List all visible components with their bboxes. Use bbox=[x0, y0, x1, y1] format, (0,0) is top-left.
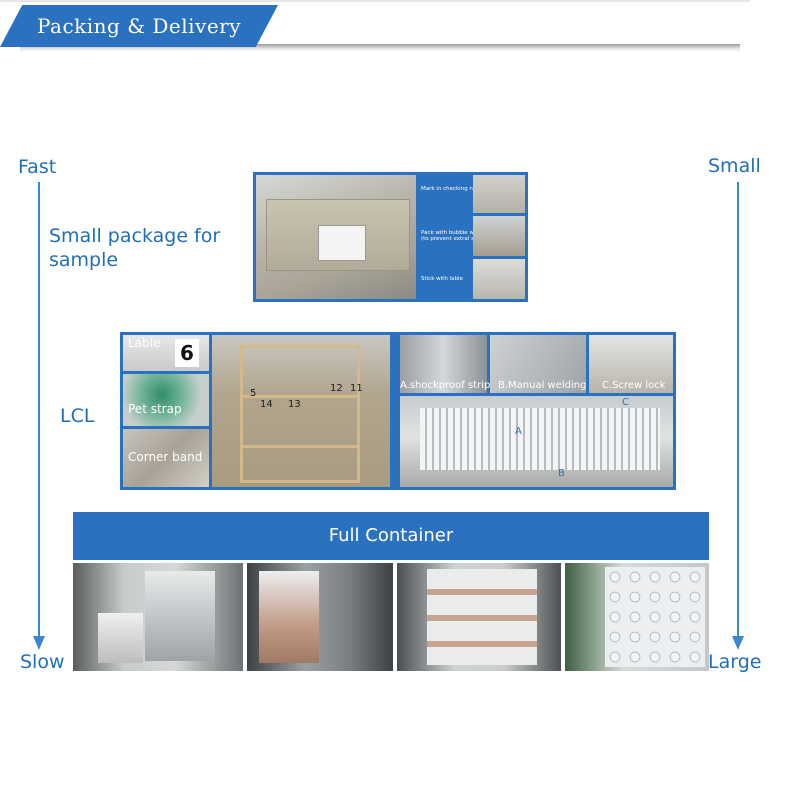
lcl-caption: Corner band bbox=[128, 450, 203, 464]
sample-detail-photo bbox=[473, 216, 525, 256]
frame-letter: A bbox=[515, 426, 522, 437]
full-container-bar bbox=[73, 512, 709, 560]
shockproof-strip-photo bbox=[400, 335, 487, 393]
lcl-photo-panel: 6 Lable Pet strap Corner band 5 14 13 12… bbox=[120, 332, 676, 490]
crate-number: 11 bbox=[350, 383, 363, 394]
corner-band-photo bbox=[123, 429, 209, 487]
arrow-down-icon bbox=[732, 636, 744, 650]
axis-left-line bbox=[38, 182, 40, 642]
container-photo bbox=[73, 563, 243, 671]
lcl-caption: Lable bbox=[128, 336, 161, 350]
header-shadow bbox=[20, 44, 740, 52]
sample-label: Small package for sample bbox=[49, 225, 221, 271]
header-top-line bbox=[0, 0, 750, 2]
steel-frame-bundle bbox=[420, 408, 660, 470]
carton-label bbox=[318, 225, 366, 261]
stacked-tubes bbox=[605, 567, 705, 667]
pet-strap-photo bbox=[123, 374, 209, 426]
wrapped-pallet bbox=[98, 613, 143, 663]
sample-caption: Stick with lable bbox=[421, 276, 463, 282]
header-tab bbox=[0, 5, 278, 47]
sample-detail-photo bbox=[473, 259, 525, 299]
lcl-label: LCL bbox=[60, 405, 95, 427]
crate-slat bbox=[240, 445, 360, 448]
lcl-caption: B.Manual welding bbox=[498, 380, 587, 391]
arrow-down-icon bbox=[33, 636, 45, 650]
wrapped-pallet bbox=[259, 571, 319, 663]
axis-right-line bbox=[737, 182, 739, 642]
frame-letter: B bbox=[558, 468, 565, 479]
lable-number: 6 bbox=[175, 339, 199, 367]
axis-left-top-label: Fast bbox=[18, 156, 57, 178]
screw-lock-photo bbox=[589, 335, 673, 393]
lcl-caption: A.shockproof strip bbox=[400, 380, 491, 391]
sample-caption: Mark in checking no. bbox=[421, 186, 478, 192]
page-title: Packing & Delivery bbox=[36, 14, 242, 38]
crate-frame bbox=[240, 345, 360, 483]
wooden-crate-photo: 5 14 13 12 11 bbox=[212, 335, 390, 487]
wrapped-pallet bbox=[427, 569, 537, 665]
wrapped-pallet bbox=[145, 571, 215, 661]
crate-slat bbox=[240, 395, 360, 398]
lcl-caption: Pet strap bbox=[128, 402, 182, 416]
crate-number: 13 bbox=[288, 399, 301, 410]
frame-letter: C bbox=[622, 397, 629, 408]
axis-right-bottom-label: Large bbox=[708, 651, 762, 673]
full-container-title: Full Container bbox=[328, 525, 454, 546]
manual-welding-photo bbox=[490, 335, 586, 393]
container-photo bbox=[397, 563, 561, 671]
crate-number: 14 bbox=[260, 399, 273, 410]
sample-box-photo bbox=[256, 175, 416, 299]
axis-left-bottom-label: Slow bbox=[20, 651, 65, 673]
container-photo bbox=[565, 563, 709, 671]
crate-number: 5 bbox=[250, 388, 257, 399]
sample-photo-panel: Mark in checking no. Pack with bubble wr… bbox=[253, 172, 528, 302]
axis-right-top-label: Small bbox=[708, 155, 761, 177]
container-photo bbox=[247, 563, 393, 671]
lcl-caption: C.Screw lock bbox=[602, 380, 666, 391]
sample-detail-photo bbox=[473, 175, 525, 213]
crate-number: 12 bbox=[330, 383, 343, 394]
lable-photo: 6 bbox=[123, 335, 209, 371]
steel-frames-photo: A B C bbox=[400, 396, 673, 487]
